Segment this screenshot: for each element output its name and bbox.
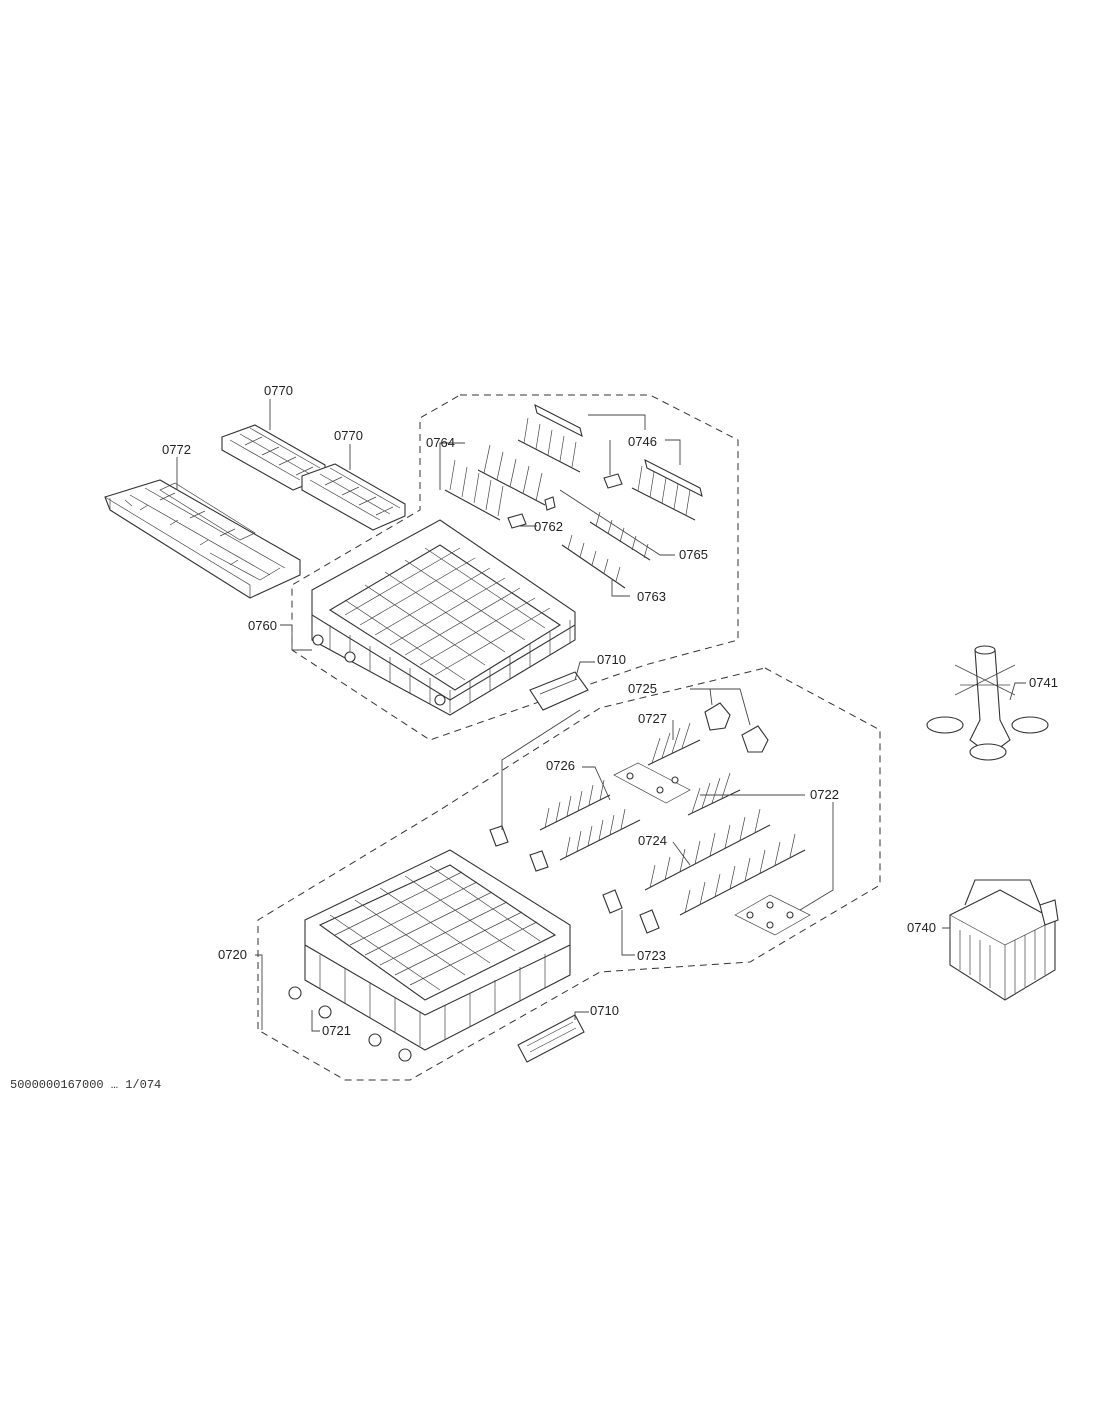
callout-0770-b: 0770 [334,428,363,443]
rack-0726 [489,779,641,872]
callout-0720: 0720 [218,947,247,962]
callout-0721: 0721 [322,1023,351,1038]
rack-0763 [561,511,651,589]
rack-0765-b [517,403,583,473]
handle-0710-a [529,671,589,711]
callout-0722: 0722 [810,787,839,802]
clip-0723 [602,889,660,934]
rack-0724 [644,808,806,916]
footer-code: 5000000167000 … 1/074 [10,1078,161,1092]
rack-0746 [603,458,703,521]
clip-set-0722-a [613,762,691,804]
callout-0760: 0760 [248,618,277,633]
upper-basket-group-outline [291,394,739,741]
callout-0726: 0726 [546,758,575,773]
callout-0770-a: 0770 [264,383,293,398]
clip-0725 [704,702,769,753]
callout-0727: 0727 [638,711,667,726]
callout-0772: 0772 [162,442,191,457]
callout-0710-b: 0710 [590,1003,619,1018]
spray-holder-0741 [926,645,1049,761]
wheels-0721 [288,986,412,1062]
callout-0723: 0723 [637,948,666,963]
callout-0740: 0740 [907,920,936,935]
callout-0762: 0762 [534,519,563,534]
callout-0710-a: 0710 [597,652,626,667]
cutlery-tray-0772 [104,479,301,599]
rack-0764 [444,459,504,521]
callout-0741: 0741 [1029,675,1058,690]
clip-0762 [507,496,556,529]
cutlery-basket-0740 [949,879,1059,1001]
rack-0727 [647,722,741,816]
leader-lines [176,399,1026,1032]
lower-basket-0720 [304,849,571,1051]
lower-basket-group-outline [257,667,881,1081]
clip-set-0722-b [734,894,811,936]
callout-0724: 0724 [638,833,667,848]
callout-0765: 0765 [679,547,708,562]
callout-labels: 0770 0770 0772 0764 0746 0762 0765 0763 … [162,383,1058,1038]
callout-0764: 0764 [426,435,455,450]
upper-basket-0760 [311,519,576,716]
callout-0725: 0725 [628,681,657,696]
handle-0710-b [517,1014,585,1063]
callout-0746: 0746 [628,434,657,449]
small-tray-0770-b [301,463,406,531]
callout-0763: 0763 [637,589,666,604]
rack-0765-a [477,444,546,506]
